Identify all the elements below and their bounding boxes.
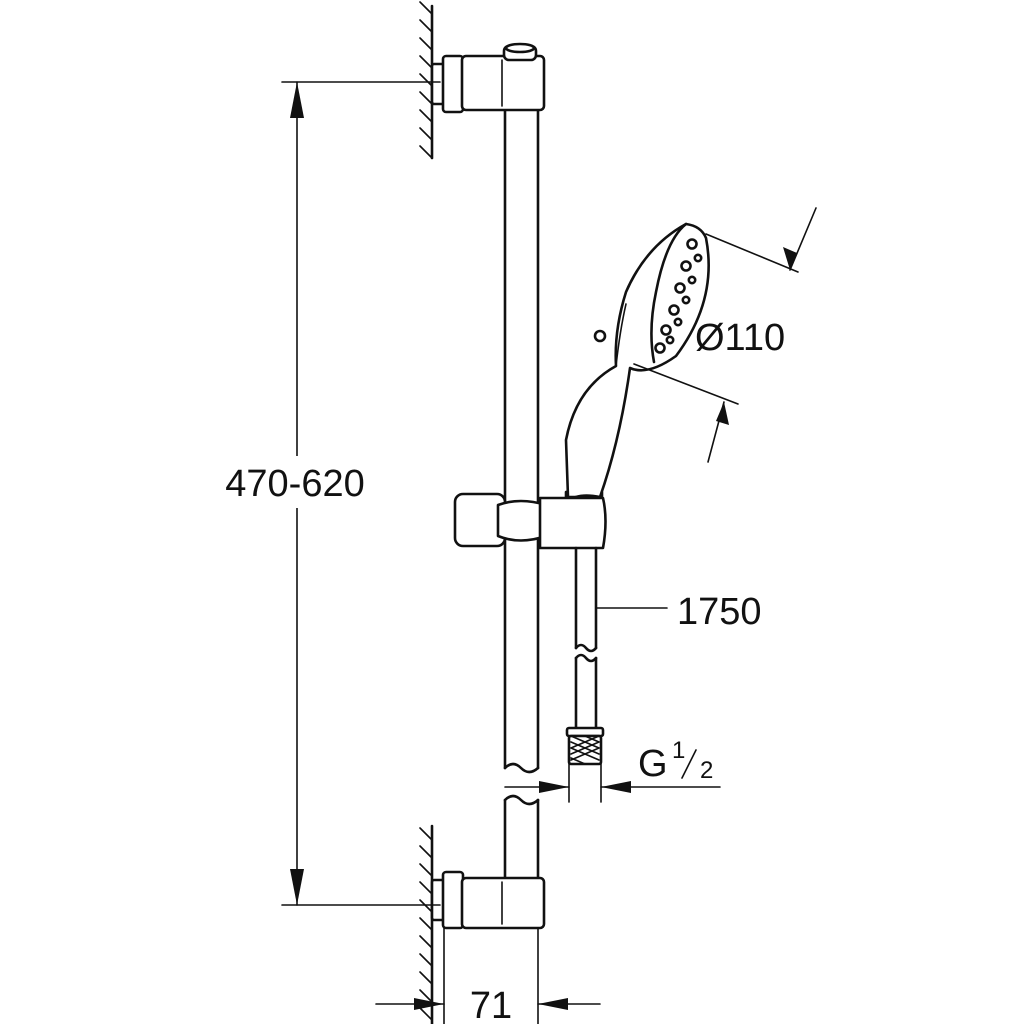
connection-thread-prefix: G: [638, 743, 668, 785]
hand-shower: [564, 222, 710, 499]
connection-thread-denominator: 2: [700, 757, 713, 784]
dimension-connection-thread: G 1 2: [504, 737, 721, 803]
shower-rail: [503, 98, 540, 882]
upper-wall-bracket: [430, 42, 546, 114]
shower-hose: [574, 546, 598, 730]
connection-thread-label: G: [638, 743, 668, 785]
connection-thread-numerator: 1: [672, 737, 685, 764]
lower-wall: [419, 824, 434, 1024]
dimension-mounting-distance: 470-620: [212, 81, 441, 906]
dimension-spray-diameter: Ø110: [633, 207, 817, 463]
spray-diameter-label: Ø110: [695, 317, 785, 359]
spray-nozzles: [654, 238, 703, 354]
hose-length-label: 1750: [677, 591, 762, 633]
dimension-hose-length: 1750: [595, 591, 762, 633]
sliding-holder: [453, 488, 607, 550]
mounting-distance-label: 470-620: [225, 463, 364, 505]
dimension-wall-offset: 71: [375, 927, 601, 1024]
hose-connection-nut: [565, 726, 605, 766]
wall-offset-label: 71: [470, 985, 512, 1024]
upper-wall: [419, 1, 434, 160]
lower-wall-bracket: [430, 870, 546, 930]
